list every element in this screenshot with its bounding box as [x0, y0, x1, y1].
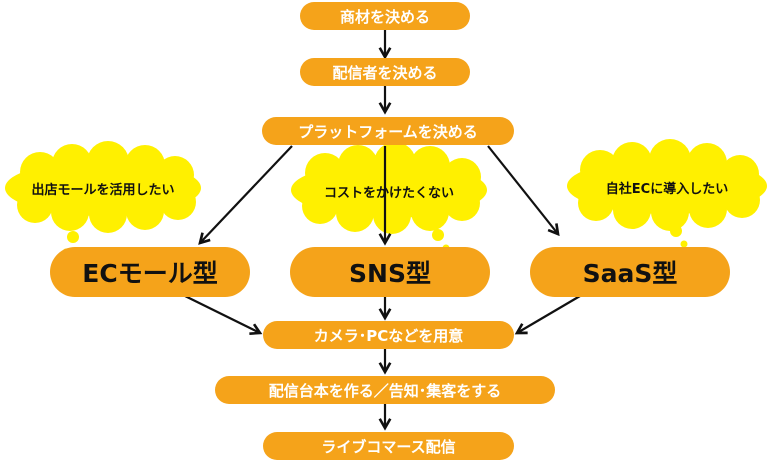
step-script-promotion: 配信台本を作る／告知･集客をする — [215, 376, 555, 404]
arrow-ec-equipment — [182, 294, 263, 335]
type-sns: SNS型 — [290, 247, 490, 297]
thought-bubble-center — [291, 142, 487, 252]
arrow-saas-equipment — [514, 295, 581, 335]
step-live-commerce: ライブコマース配信 — [263, 432, 514, 460]
type-ec-mall: ECモール型 — [50, 247, 250, 297]
bubble-label-saas: 自社ECに導入したい — [605, 181, 729, 197]
arrow-platform-saas — [487, 145, 560, 237]
bubble-label-ec-mall: 出店モールを活用したい — [31, 182, 175, 198]
step-streamer: 配信者を決める — [300, 58, 470, 86]
thought-bubble-right — [567, 139, 767, 248]
step-platform: プラットフォームを決める — [262, 117, 514, 145]
thought-bubble-left — [5, 141, 201, 256]
bubble-label-sns: コストをかけたくない — [323, 185, 454, 201]
type-saas: SaaS型 — [530, 247, 730, 297]
step-equipment: カメラ･PCなどを用意 — [263, 321, 514, 349]
arrow-platform-ec — [198, 145, 293, 245]
step-product: 商材を決める — [300, 2, 470, 30]
